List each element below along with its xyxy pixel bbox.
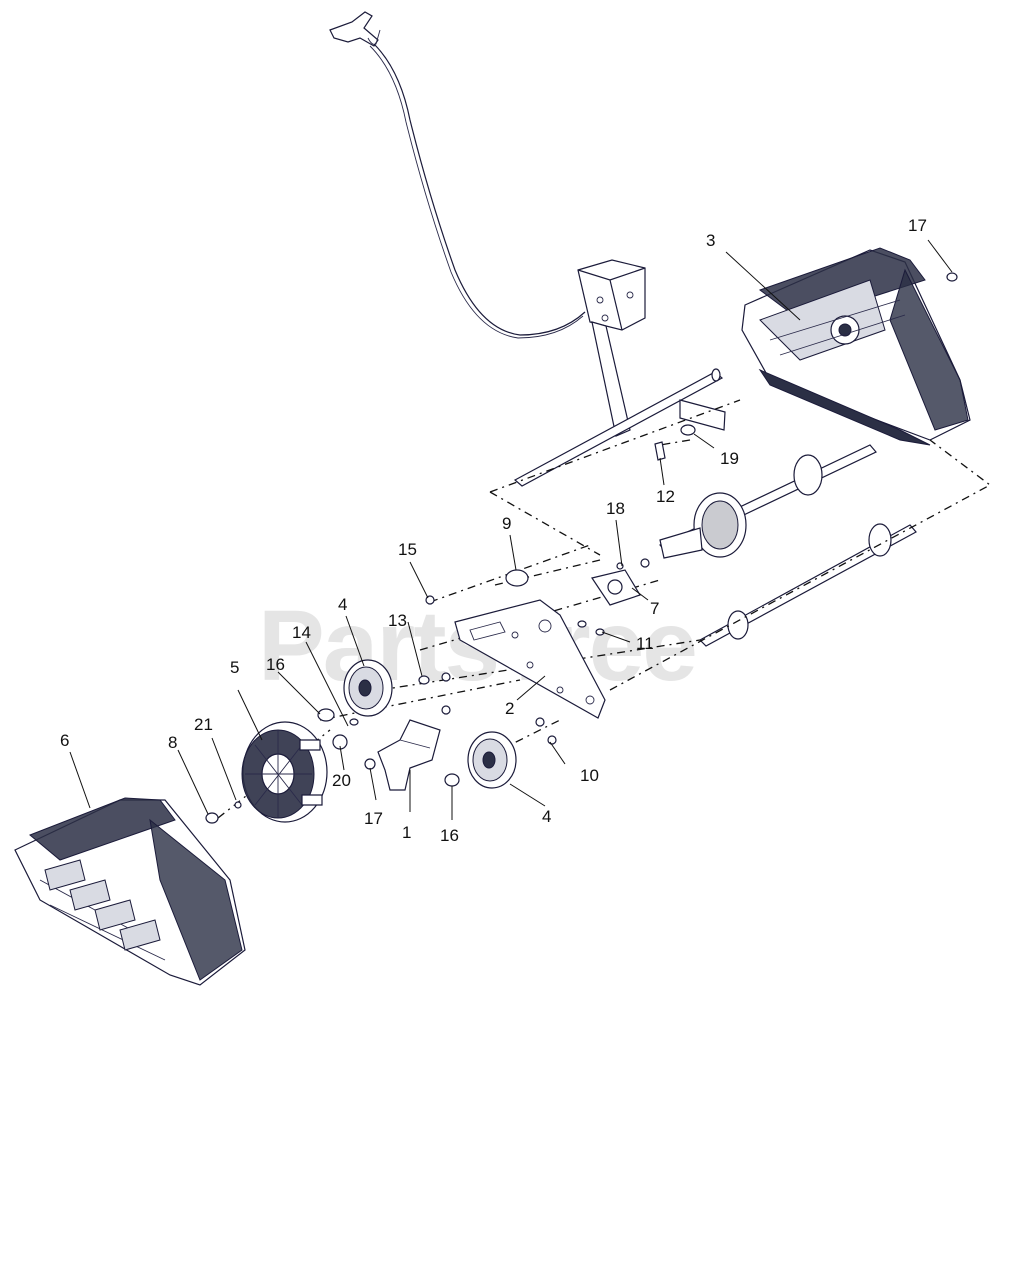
drive-shaft-with-sprocket [659,444,877,559]
bearing-flange [425,558,650,636]
leader-lines [69,239,953,820]
label-part-14: 14 [292,623,311,642]
right-track [741,247,971,446]
label-part-8: 8 [168,733,177,752]
label-part-16-lower: 16 [440,826,459,845]
label-part-3: 3 [706,231,715,250]
label-part-12: 12 [656,487,675,506]
label-part-20: 20 [332,771,351,790]
upper-axle [513,368,726,487]
label-part-9: 9 [502,514,511,533]
control-lever-and-cable [329,11,586,339]
label-part-16-upper: 16 [266,655,285,674]
label-part-10: 10 [580,766,599,785]
label-part-4-lower: 4 [542,807,551,826]
label-part-18: 18 [606,499,625,518]
label-part-19: 19 [720,449,739,468]
label-part-11: 11 [636,634,654,653]
bolt-and-washer [654,272,958,461]
idler-pulley-upper [343,659,393,717]
mounting-bracket [377,719,441,791]
handle-bracket [577,259,646,437]
left-track [14,797,246,986]
label-part-6: 6 [60,731,69,750]
label-part-5: 5 [230,658,239,677]
label-part-21: 21 [194,715,213,734]
label-part-2: 2 [505,699,514,718]
label-part-15: 15 [398,540,417,559]
label-part-13: 13 [388,611,407,630]
small-fasteners [234,672,557,809]
label-part-7: 7 [650,599,659,618]
label-part-4-upper: 4 [338,595,347,614]
label-part-1: 1 [402,823,411,842]
side-plate [454,599,606,719]
label-part-17-top: 17 [908,216,927,235]
part-number-labels: 3 17 19 12 18 9 15 7 4 13 14 11 16 5 2 6… [60,216,927,845]
label-part-17-lower: 17 [364,809,383,828]
drive-wheel-hub [205,721,328,824]
idler-pulley-lower [467,731,517,789]
